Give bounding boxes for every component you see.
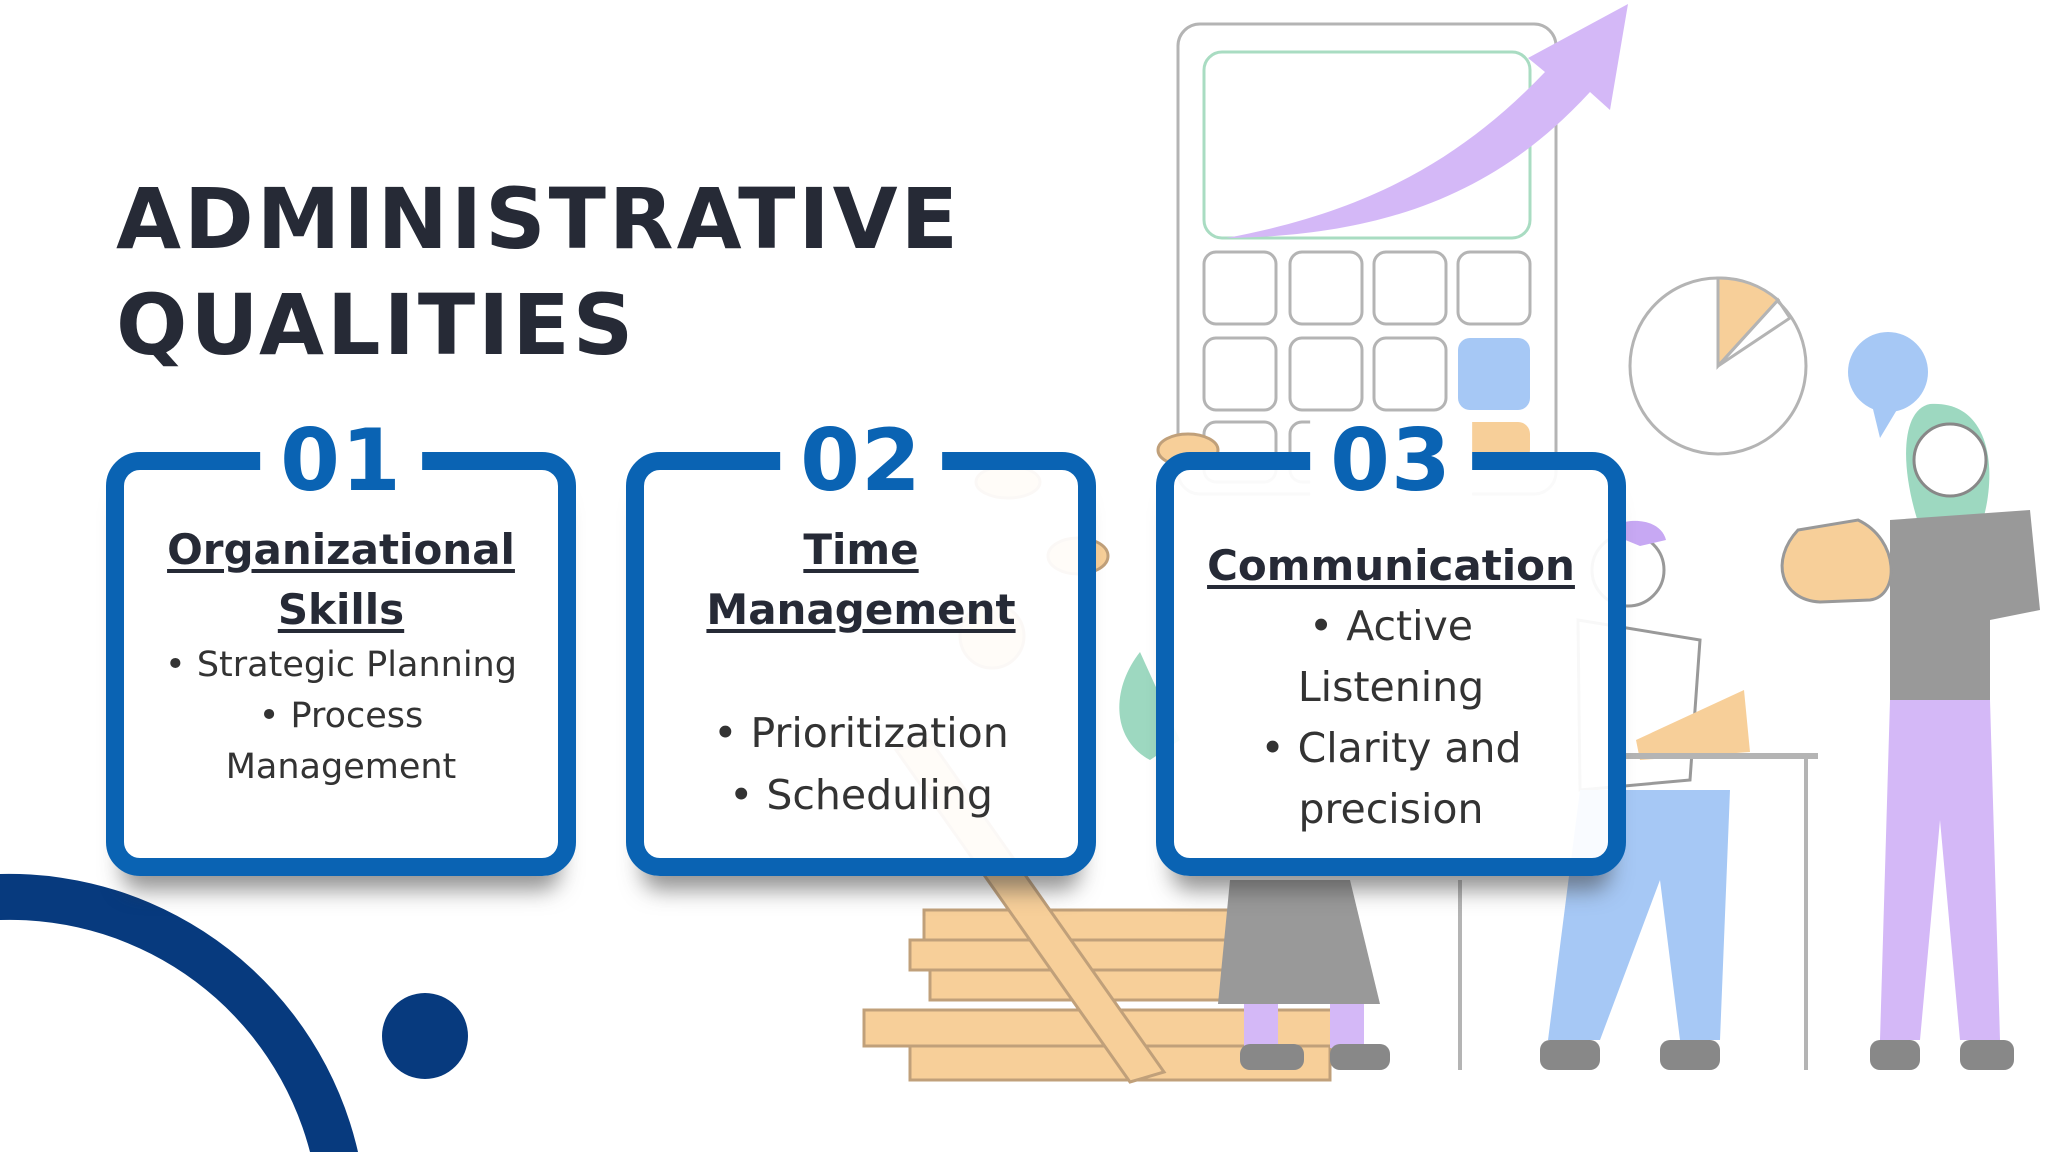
card-heading: Time Management	[706, 525, 1016, 634]
growth-arrow-icon	[1226, 4, 1628, 238]
slide-title-line2: QUALITIES	[116, 276, 637, 374]
bullet-item: Scheduling	[644, 764, 1078, 826]
bullet-item: Clarity and precision	[1241, 718, 1541, 840]
decorative-dot	[382, 993, 468, 1079]
quality-card-communication: 03 Communication Active Listening Clarit…	[1156, 418, 1626, 876]
bullet-list: Strategic Planning Process Management	[124, 640, 558, 793]
bullet-list: Active Listening Clarity and precision	[1174, 596, 1608, 840]
speech-bubble-icon	[1848, 332, 1928, 438]
card-number: 03	[1310, 418, 1472, 504]
bullet-item: Active Listening	[1241, 596, 1541, 718]
quality-card-organizational-skills: 01 Organizational Skills Strategic Plann…	[106, 418, 576, 876]
bullet-list: Prioritization Scheduling	[644, 702, 1078, 826]
calculator-icon	[1176, 22, 1558, 496]
slide-title-line1: ADMINISTRATIVE	[116, 170, 962, 268]
card-heading: Communication	[1207, 541, 1575, 590]
card-number: 02	[780, 418, 942, 504]
pie-chart-icon	[1628, 276, 1808, 456]
bullet-item: Prioritization	[644, 702, 1078, 764]
woman-with-money-bag-illustration	[1780, 403, 2040, 1070]
slide-title: ADMINISTRATIVE QUALITIES	[116, 166, 961, 378]
decorative-arc	[0, 873, 358, 1152]
bullet-item: Process Management	[151, 691, 531, 793]
card-number: 01	[260, 418, 422, 504]
quality-card-time-management: 02 Time Management Prioritization Schedu…	[626, 418, 1096, 876]
card-heading: Organizational Skills	[167, 525, 515, 634]
bullet-item: Strategic Planning	[151, 640, 531, 691]
